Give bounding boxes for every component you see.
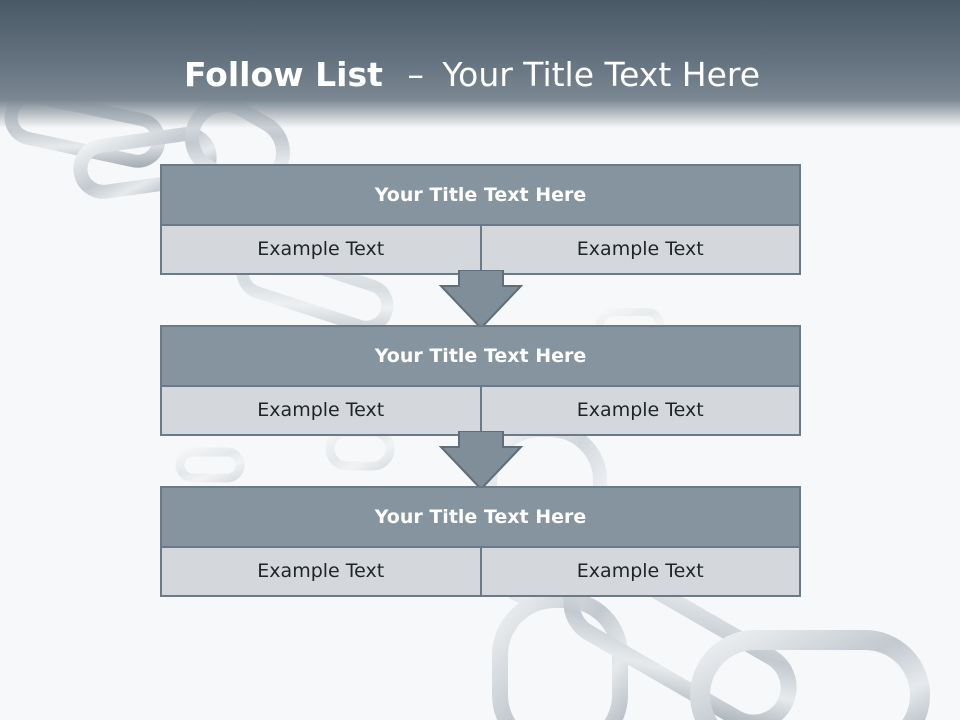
block-title: Your Title Text Here: [162, 327, 799, 387]
slide-title-dash: –: [407, 55, 424, 94]
list-block-3: Your Title Text Here Example Text Exampl…: [160, 486, 801, 597]
chain-fragment: [325, 427, 395, 471]
block-row: Example Text Example Text: [162, 226, 799, 273]
block-title: Your Title Text Here: [162, 166, 799, 226]
down-arrow-icon: [438, 270, 524, 330]
block-row: Example Text Example Text: [162, 387, 799, 434]
list-block-1: Your Title Text Here Example Text Exampl…: [160, 164, 801, 275]
block-cell-right: Example Text: [479, 387, 799, 434]
block-row: Example Text Example Text: [162, 548, 799, 595]
block-title: Your Title Text Here: [162, 488, 799, 548]
slide-title-bold: Follow List: [183, 55, 383, 94]
chain-link: [73, 127, 217, 199]
down-arrow-icon: [438, 431, 524, 491]
slide-title: Follow List – Your Title Text Here: [0, 52, 944, 98]
header-band: [0, 0, 960, 128]
block-cell-left: Example Text: [162, 548, 480, 595]
block-cell-right: Example Text: [479, 226, 799, 273]
block-cell-right: Example Text: [479, 548, 799, 595]
list-block-2: Your Title Text Here Example Text Exampl…: [160, 325, 801, 436]
chain-link: [492, 592, 628, 720]
slide-title-rest: Your Title Text Here: [442, 55, 761, 94]
chain-fragment: [175, 447, 245, 483]
chain-link: [690, 630, 930, 720]
block-cell-left: Example Text: [162, 226, 480, 273]
block-cell-left: Example Text: [162, 387, 480, 434]
